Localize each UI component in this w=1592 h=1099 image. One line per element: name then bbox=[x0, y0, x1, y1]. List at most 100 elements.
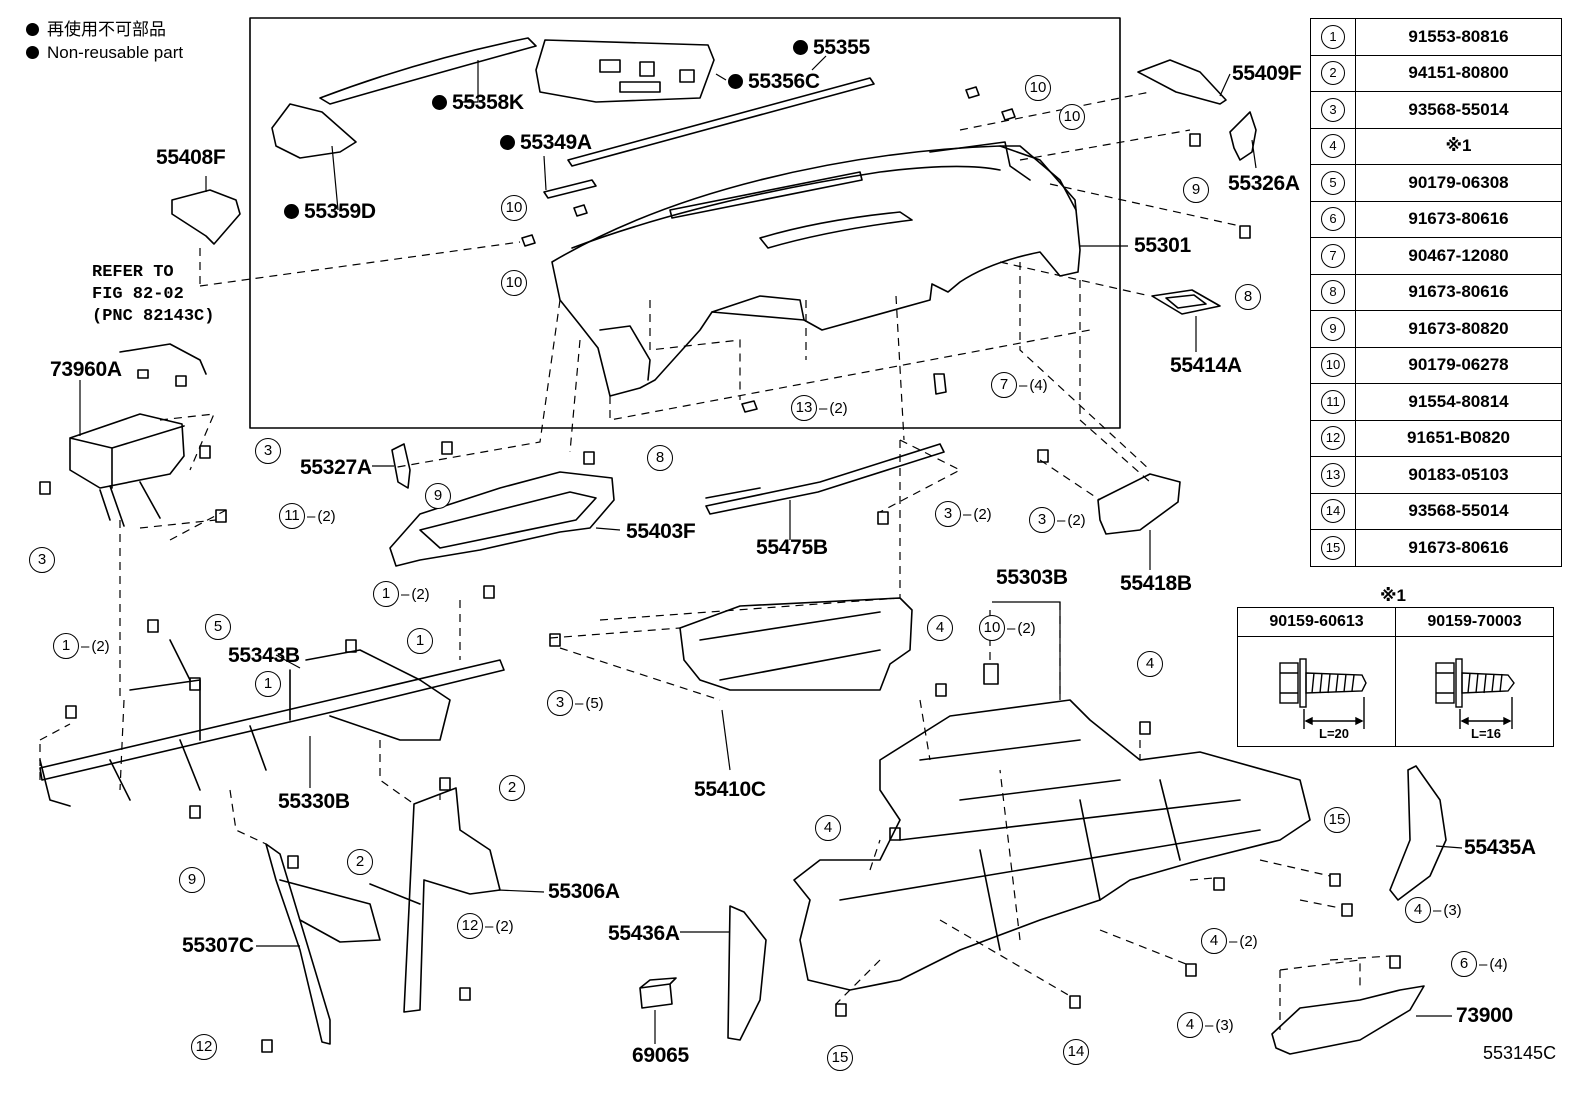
parts-table-ref: 6 bbox=[1310, 200, 1356, 238]
callout: 15 bbox=[1324, 807, 1350, 833]
callout-number: 12 bbox=[191, 1034, 217, 1060]
part-label: 73960A bbox=[50, 358, 122, 381]
parts-table-ref: 8 bbox=[1310, 273, 1356, 311]
part-label: 55414A bbox=[1170, 354, 1242, 377]
callout: 4 bbox=[815, 815, 841, 841]
part-shape-55475B bbox=[705, 443, 945, 515]
legend-japanese: 再使用不可部品 bbox=[26, 20, 166, 40]
callout-quantity: (4) bbox=[1489, 955, 1508, 973]
parts-table-ref: 3 bbox=[1310, 91, 1356, 129]
callout-number: 1 bbox=[255, 671, 281, 697]
callout: 4 bbox=[927, 615, 953, 641]
callout-quantity: (2) bbox=[1239, 932, 1258, 950]
part-shape-55349A bbox=[543, 179, 597, 199]
parts-table-ref: 11 bbox=[1310, 383, 1356, 421]
part-shape-55355 bbox=[567, 77, 875, 167]
part-shape-55414A bbox=[1151, 289, 1221, 315]
bolt-illustration-cell: L=20 bbox=[1237, 636, 1396, 747]
ref-number: 15 bbox=[1321, 535, 1345, 560]
callout-number: 2 bbox=[499, 775, 525, 801]
callout-number: 9 bbox=[179, 867, 205, 893]
part-shape-69065 bbox=[639, 977, 677, 1009]
bolt-length: L=20 bbox=[1319, 726, 1349, 741]
bolt-illustration-cell: L=16 bbox=[1395, 636, 1554, 747]
bolt-shapes bbox=[39, 133, 1401, 1053]
callout: 9 bbox=[425, 483, 451, 509]
parts-table-number: 93568-55014 bbox=[1355, 492, 1562, 530]
callout-number: 13 bbox=[791, 395, 817, 421]
parts-table-number: 90179-06308 bbox=[1355, 164, 1562, 202]
ref-number: 7 bbox=[1321, 243, 1345, 268]
callout-quantity: (3) bbox=[1443, 901, 1462, 919]
part-label: 55343B bbox=[228, 644, 300, 667]
part-shape-73900 bbox=[1271, 985, 1425, 1055]
bolt-icon: L=16 bbox=[1434, 658, 1515, 741]
callout: 12 bbox=[191, 1034, 217, 1060]
callout-number: 10 bbox=[1059, 104, 1085, 130]
legend-english: Non-reusable part bbox=[26, 43, 183, 63]
callout-quantity: (2) bbox=[495, 917, 514, 935]
ref-number: 12 bbox=[1321, 426, 1345, 451]
part-label: 55306A bbox=[548, 880, 620, 903]
callout-number: 4 bbox=[927, 615, 953, 641]
parts-table-ref: 12 bbox=[1310, 419, 1356, 457]
callout-number: 14 bbox=[1063, 1039, 1089, 1065]
callout: 1 bbox=[255, 671, 281, 697]
callout: 3–(2) bbox=[935, 501, 992, 527]
callout: 9 bbox=[179, 867, 205, 893]
callout-quantity: (2) bbox=[317, 507, 336, 525]
part-label: 55403F bbox=[626, 520, 696, 543]
callout: 11–(2) bbox=[279, 503, 336, 529]
parts-table-ref: 7 bbox=[1310, 237, 1356, 275]
callout: 10–(2) bbox=[979, 615, 1036, 641]
callout-number: 3 bbox=[1029, 507, 1055, 533]
dot-icon bbox=[284, 204, 299, 219]
callout-number: 3 bbox=[547, 690, 573, 716]
callout-number: 5 bbox=[205, 614, 231, 640]
part-label: 55475B bbox=[756, 536, 828, 559]
bolt-part-number: 90159-60613 bbox=[1237, 607, 1396, 637]
callout-quantity: (2) bbox=[973, 505, 992, 523]
part-label: 55307C bbox=[182, 934, 254, 957]
callout-number: 1 bbox=[407, 628, 433, 654]
callout-number: 4 bbox=[1177, 1012, 1203, 1038]
callout-number: 7 bbox=[991, 372, 1017, 398]
part-label: 55418B bbox=[1120, 572, 1192, 595]
callout-number: 3 bbox=[935, 501, 961, 527]
part-shape-55327A bbox=[391, 443, 411, 489]
parts-table-ref: 4 bbox=[1310, 127, 1356, 165]
callout: 1–(2) bbox=[53, 633, 110, 659]
callout-number: 15 bbox=[1324, 807, 1350, 833]
parts-table-ref: 13 bbox=[1310, 456, 1356, 494]
part-shape-55330B bbox=[39, 659, 505, 781]
callout: 12–(2) bbox=[457, 913, 514, 939]
callout-quantity: (2) bbox=[1067, 511, 1086, 529]
callout: 3 bbox=[255, 438, 281, 464]
callout: 10 bbox=[501, 195, 527, 221]
part-label: 55408F bbox=[156, 146, 226, 169]
wire-harness-shape bbox=[119, 343, 207, 375]
part-label: 55349A bbox=[500, 131, 592, 155]
ref-number: 6 bbox=[1321, 207, 1345, 232]
parts-table-ref: 9 bbox=[1310, 310, 1356, 348]
part-label: 55330B bbox=[278, 790, 350, 813]
callout-number: 8 bbox=[1235, 284, 1261, 310]
part-shape-55409F bbox=[1137, 59, 1227, 105]
dot-icon bbox=[500, 135, 515, 150]
callout-number: 2 bbox=[347, 849, 373, 875]
ref-number: 5 bbox=[1321, 170, 1345, 195]
part-label: 69065 bbox=[632, 1044, 689, 1067]
callout: 4–(3) bbox=[1177, 1012, 1234, 1038]
part-shape-73960A bbox=[69, 413, 185, 489]
part-shape-55408F bbox=[171, 189, 241, 245]
part-label: 73900 bbox=[1456, 1004, 1513, 1027]
dot-icon bbox=[432, 95, 447, 110]
callout-number: 4 bbox=[1137, 651, 1163, 677]
